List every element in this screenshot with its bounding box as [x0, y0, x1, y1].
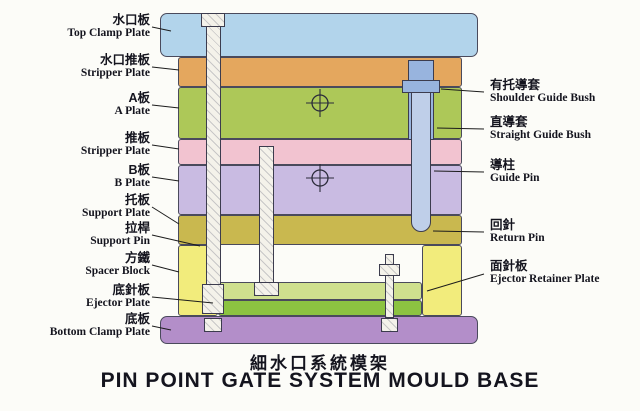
leader-line	[151, 264, 180, 273]
label-spacer-block: 方鐵 Spacer Block	[5, 251, 150, 279]
label-en: Shoulder Guide Bush	[490, 92, 596, 105]
return-pin-washer	[379, 264, 400, 276]
label-en: Spacer Block	[85, 265, 150, 278]
label-en: Support Pin	[90, 235, 150, 248]
label-shoulder-guide-bush: 有托導套 Shoulder Guide Bush	[490, 78, 640, 106]
label-top-clamp-plate: 水口板 Top Clamp Plate	[5, 13, 150, 41]
guide-pin-shaft	[411, 92, 431, 232]
diagram-title-zh: 細水口系統模架	[250, 354, 390, 373]
support-pin-nut	[204, 318, 222, 332]
label-zh: 推板	[124, 131, 150, 145]
label-en: Ejector Retainer Plate	[490, 273, 600, 286]
label-stripper-plate-top: 水口推板 Stripper Plate	[5, 53, 150, 81]
label-zh: 面針板	[490, 259, 528, 273]
center-pin-foot	[254, 282, 279, 296]
leader-line	[151, 66, 180, 71]
label-zh: 水口板	[112, 13, 150, 27]
label-zh: 直導套	[490, 115, 528, 129]
label-en: Stripper Plate	[80, 145, 150, 158]
leader-line	[151, 104, 180, 109]
label-en: Bottom Clamp Plate	[49, 326, 150, 339]
label-a-plate: A板 A Plate	[5, 91, 150, 119]
label-zh: 導柱	[490, 158, 516, 172]
label-b-plate: B板 B Plate	[5, 163, 150, 191]
return-pin-head	[381, 318, 398, 332]
label-en: Return Pin	[490, 232, 545, 245]
spacer-block-right	[422, 245, 462, 316]
screw-section-mark-icon	[306, 89, 334, 117]
label-zh: 水口推板	[99, 53, 150, 67]
label-en: Guide Pin	[490, 172, 540, 185]
label-en: Straight Guide Bush	[490, 129, 591, 142]
label-return-pin: 回針 Return Pin	[490, 218, 640, 246]
label-ejector-plate: 底針板 Ejector Plate	[5, 283, 150, 311]
label-zh: 回針	[490, 218, 516, 232]
leader-line	[151, 206, 180, 225]
label-zh: 有托導套	[490, 78, 541, 92]
center-pin-shaft	[259, 146, 274, 286]
label-en: Stripper Plate	[80, 67, 150, 80]
label-zh: 底針板	[112, 283, 150, 297]
return-pin-shaft	[385, 254, 394, 318]
label-en: Top Clamp Plate	[67, 27, 150, 40]
label-support-pin: 拉桿 Support Pin	[5, 221, 150, 249]
label-ejector-retainer-plate: 面針板 Ejector Retainer Plate	[490, 259, 640, 287]
label-zh: 托板	[124, 193, 150, 207]
screw-section-mark-icon	[306, 164, 334, 192]
diagram-title-en: PIN POINT GATE SYSTEM MOULD BASE	[100, 369, 540, 392]
label-stripper-plate: 推板 Stripper Plate	[5, 131, 150, 159]
label-support-plate: 托板 Support Plate	[5, 193, 150, 221]
label-zh: B板	[128, 163, 150, 177]
shoulder-guide-bush-shaft	[408, 60, 434, 82]
label-zh: 拉桿	[124, 221, 150, 235]
support-pin-foot	[202, 284, 224, 314]
label-en: A Plate	[114, 105, 150, 118]
label-straight-guide-bush: 直導套 Straight Guide Bush	[490, 115, 640, 143]
label-bottom-clamp-plate: 底板 Bottom Clamp Plate	[5, 312, 150, 340]
support-pin-head	[201, 13, 225, 27]
label-en: Support Plate	[81, 207, 150, 220]
label-zh: 方鐵	[124, 251, 150, 265]
leader-line	[151, 144, 180, 150]
label-en: Ejector Plate	[86, 297, 150, 310]
label-zh: 底板	[124, 312, 150, 326]
label-en: B Plate	[114, 177, 150, 190]
leader-line	[151, 176, 180, 182]
label-guide-pin: 導柱 Guide Pin	[490, 158, 640, 186]
support-pin-shaft	[206, 26, 221, 290]
label-zh: A板	[128, 91, 150, 105]
